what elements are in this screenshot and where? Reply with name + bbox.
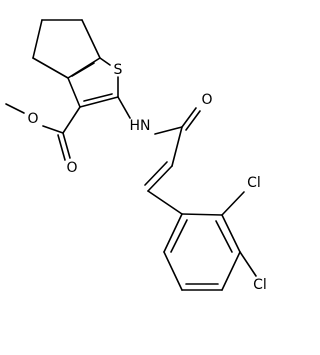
bond <box>57 134 66 161</box>
bond <box>147 165 173 192</box>
ester-carbonyl-oxygen-label: O <box>66 160 77 176</box>
bond <box>71 62 95 77</box>
bond <box>83 93 113 102</box>
chemical-structure: S HN O O O Cl Cl <box>5 19 267 293</box>
chlorine-ortho-label: Cl <box>247 175 261 191</box>
bond <box>221 214 241 253</box>
bond <box>154 126 183 135</box>
bond <box>62 132 71 159</box>
bond <box>79 96 119 108</box>
bond <box>239 251 257 277</box>
cyclopentane-ring <box>32 19 101 79</box>
ester-methoxy-oxygen-label: O <box>27 111 38 127</box>
bond <box>215 220 233 253</box>
bond <box>67 77 81 108</box>
bond <box>144 161 168 186</box>
bond <box>117 96 131 119</box>
bond <box>163 213 183 253</box>
bond <box>32 57 69 79</box>
bond <box>62 106 81 134</box>
structure-canvas: S HN O O O Cl Cl <box>5 19 267 293</box>
amide-nitrogen-label: HN <box>130 118 151 134</box>
bond <box>5 103 25 114</box>
bond <box>81 19 101 59</box>
amide-oxygen-label: O <box>201 92 212 108</box>
bond <box>221 251 241 291</box>
bond <box>99 57 111 66</box>
bond <box>170 219 188 253</box>
bond <box>221 191 245 216</box>
bond <box>181 107 197 128</box>
chlorine-para-label: Cl <box>253 277 267 293</box>
bond <box>181 213 223 216</box>
bond <box>32 19 43 59</box>
methyl-ester-group <box>5 103 81 161</box>
bond <box>185 110 201 131</box>
vinyl-linker <box>144 126 183 215</box>
sulfur-label: S <box>114 62 123 78</box>
atom-labels: S HN O O O Cl Cl <box>27 62 266 293</box>
bond <box>42 125 64 134</box>
bond <box>147 190 183 215</box>
bond <box>171 126 183 167</box>
amide-group <box>117 96 201 135</box>
thiophene-ring <box>67 57 119 108</box>
dichlorophenyl-ring <box>163 191 257 291</box>
bond <box>163 251 183 291</box>
